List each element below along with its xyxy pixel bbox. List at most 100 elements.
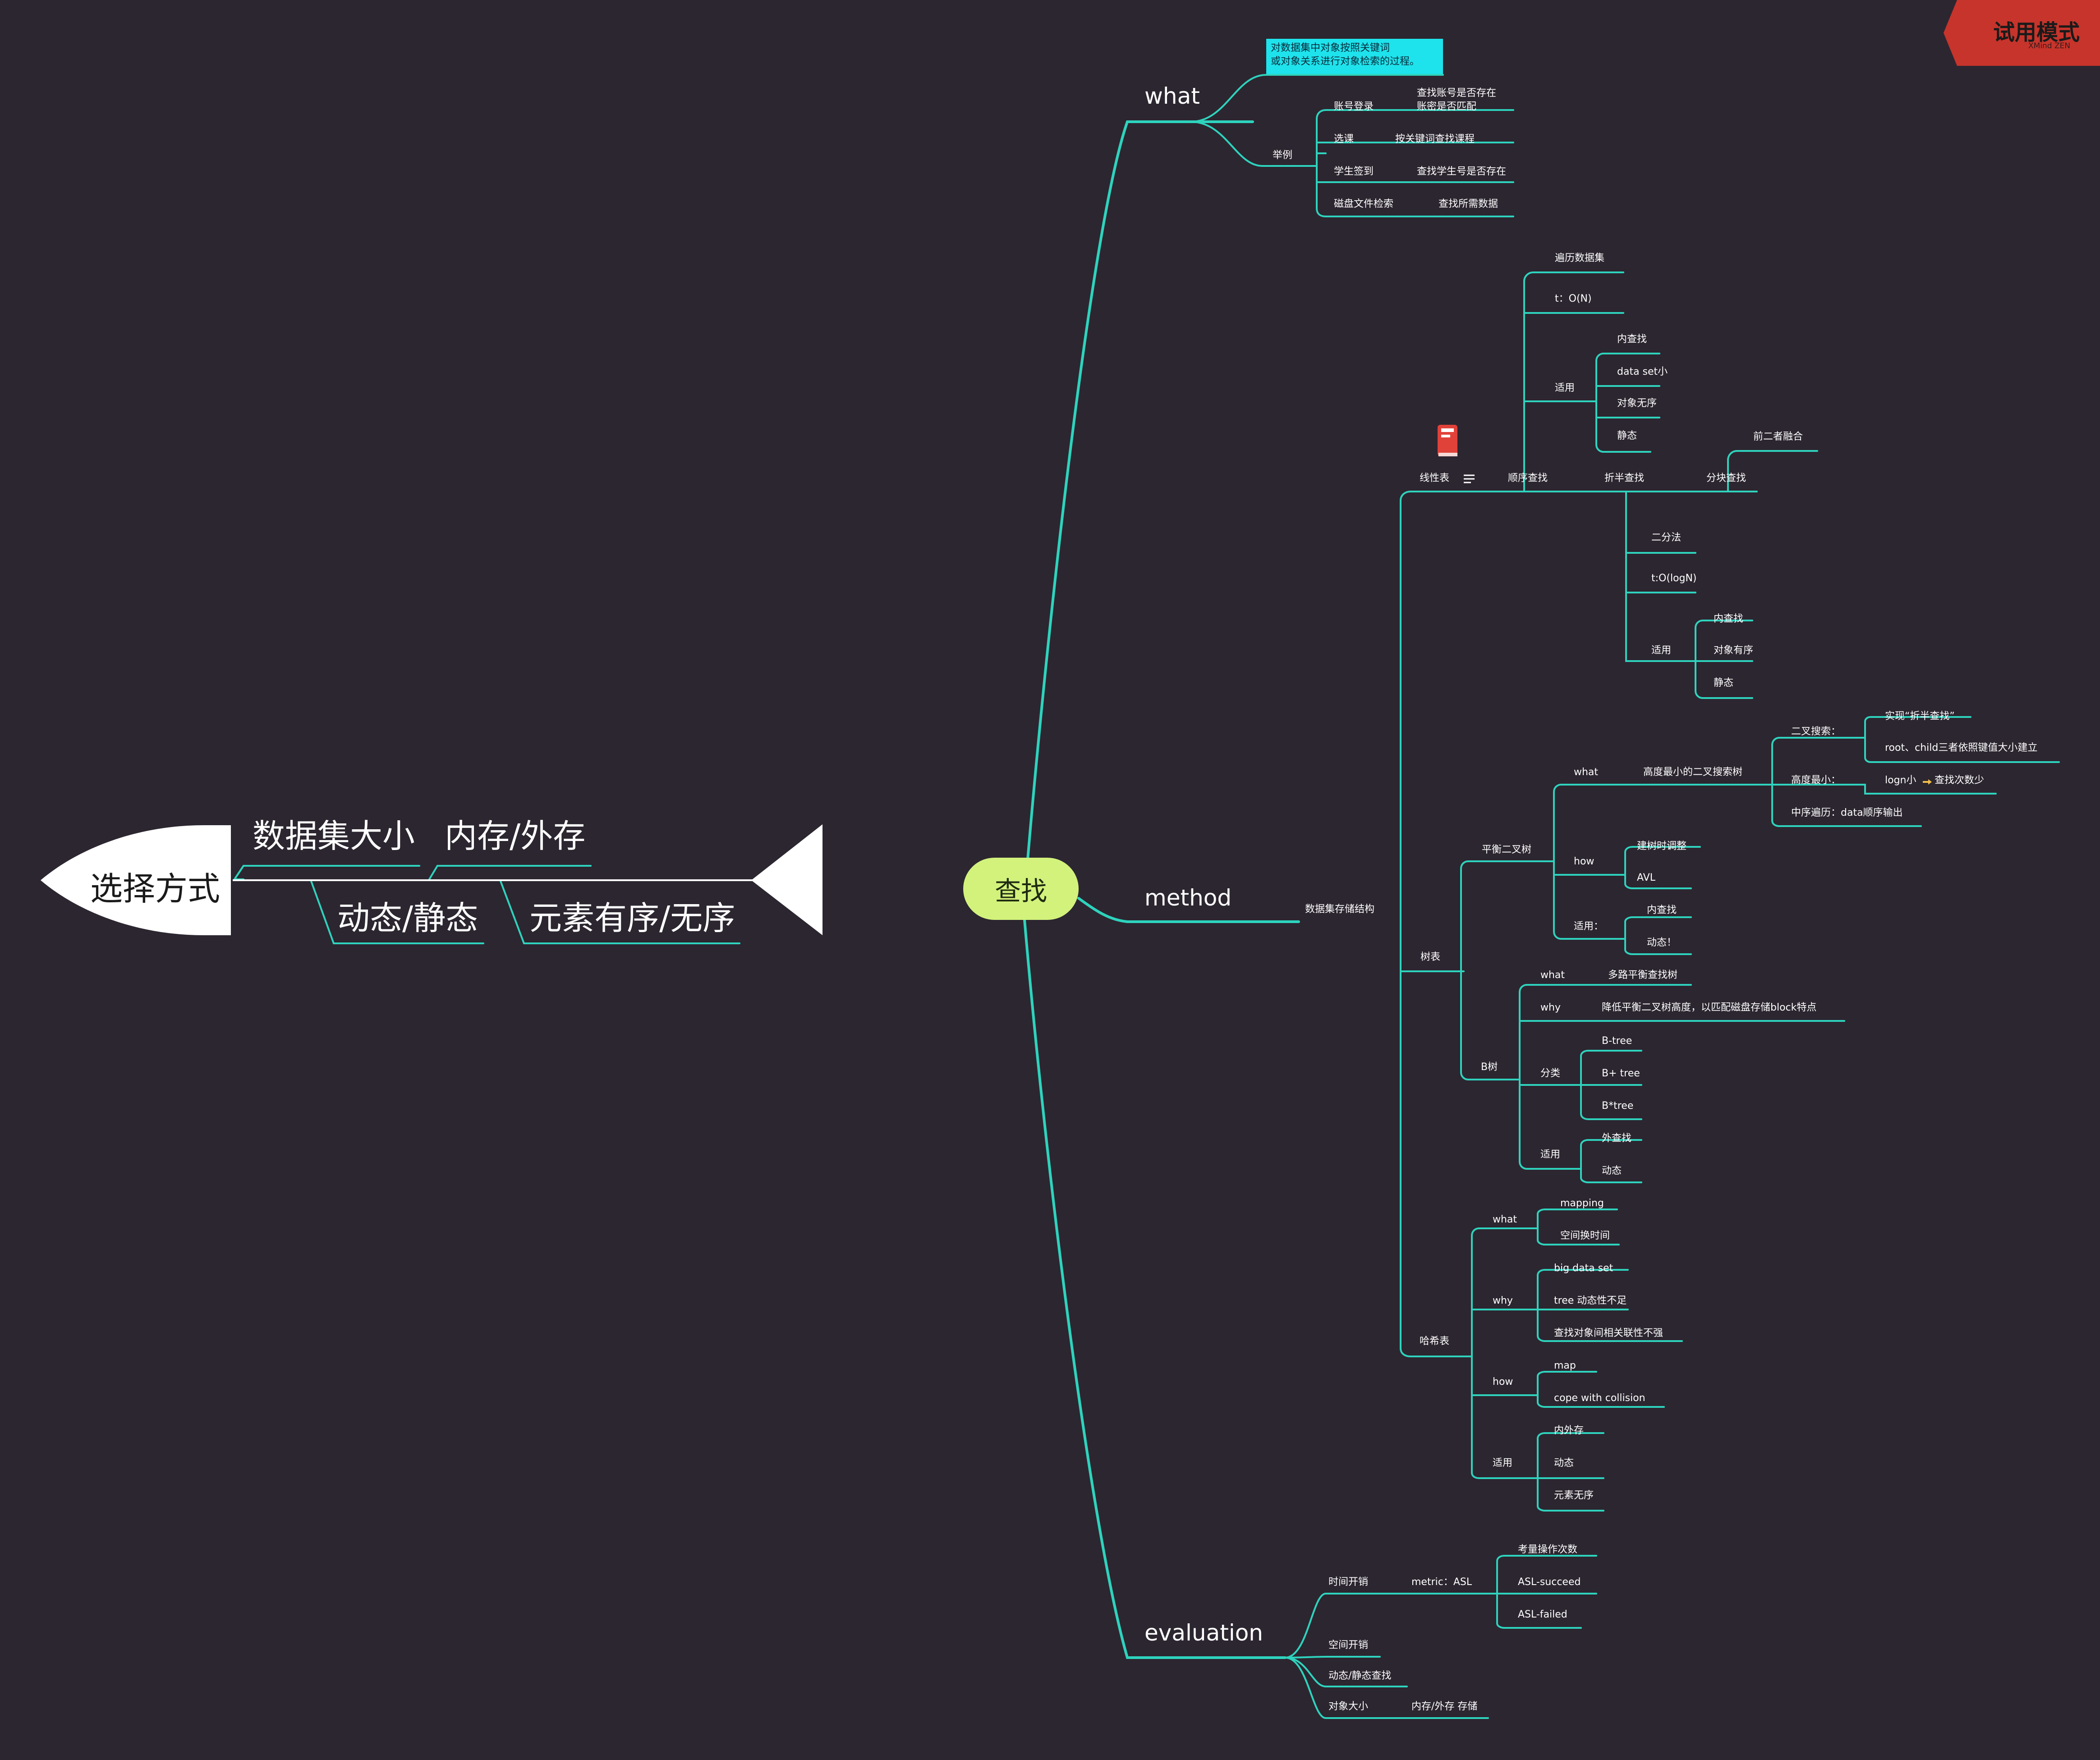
hash-apply-1[interactable]: 内外存 [1554,1425,1584,1436]
example-login[interactable]: 账号登录 [1334,101,1374,112]
hash-why-1[interactable]: big data set [1554,1263,1613,1274]
block-search[interactable]: 分块查找 [1706,473,1746,484]
space-cost[interactable]: 空间开销 [1328,1640,1369,1651]
dynamic-static-search[interactable]: 动态/静态查找 [1328,1670,1392,1682]
tree-table[interactable]: 树表 [1420,951,1441,963]
example-signin[interactable]: 学生签到 [1334,166,1374,177]
inorder-traversal[interactable]: 中序遍历：data顺序输出 [1791,807,1903,818]
branch-what[interactable]: what [1144,83,1200,109]
trial-ribbon-shape [1944,0,2100,66]
btree-what[interactable]: what [1540,970,1565,981]
binary-item-halving[interactable]: 二分法 [1651,532,1682,543]
branch-method[interactable]: method [1144,885,1232,911]
binary-item-complexity[interactable]: t:O(logN) [1651,573,1697,584]
branch-evaluation-line [1023,919,1287,1659]
example-signin-detail[interactable]: 查找学生号是否存在 [1417,166,1507,177]
time-cost[interactable]: 时间开销 [1328,1576,1369,1588]
balanced-binary-tree[interactable]: 平衡二叉树 [1482,844,1532,855]
branch-method-line [1077,897,1300,923]
seq-apply-2[interactable]: data set小 [1617,366,1668,377]
seq-item-complexity[interactable]: t：O(N) [1555,293,1592,304]
bbt-how-2[interactable]: AVL [1637,872,1655,883]
hash-how-1[interactable]: map [1554,1360,1576,1371]
hash-how-2[interactable]: cope with collision [1554,1392,1645,1404]
seq-apply-3[interactable]: 对象无序 [1617,398,1657,409]
btree-apply-1[interactable]: 外查找 [1602,1133,1632,1144]
seq-apply-label[interactable]: 适用 [1555,382,1575,394]
example-course[interactable]: 选课 [1334,133,1354,145]
hash-how[interactable]: how [1493,1376,1513,1388]
example-disk[interactable]: 磁盘文件检索 [1334,198,1394,210]
fishbone-top-2[interactable]: 内存/外存 [445,817,586,855]
btree-apply-2[interactable]: 动态 [1602,1165,1622,1176]
bbt-apply-2[interactable]: 动态！ [1647,937,1677,948]
what-note: 对数据集中对象按照关键词 或对象关系进行对象检索的过程。 [1266,39,1443,74]
pointing-hand-icon [1922,777,1933,786]
height-value[interactable]: logn小 [1885,775,1916,786]
bbt-how-1[interactable]: 建树时调整 [1637,841,1687,852]
storage-structure[interactable]: 数据集存储结构 [1305,904,1375,915]
hash-apply-2[interactable]: 动态 [1554,1457,1574,1469]
binary-apply-2[interactable]: 对象有序 [1714,645,1754,656]
example-course-detail[interactable]: 按关键词查找课程 [1395,133,1475,145]
bst-item-1[interactable]: 实现“折半查找” [1885,711,1955,722]
hash-what-1[interactable]: mapping [1560,1198,1604,1209]
binary-apply-1[interactable]: 内查找 [1714,613,1744,625]
object-size-value[interactable]: 内存/外存 存储 [1411,1701,1478,1712]
binary-search[interactable]: 折半查找 [1604,473,1645,484]
metric-item-1[interactable]: 考量操作次数 [1518,1544,1578,1555]
fishbone-top-1[interactable]: 数据集大小 [253,817,415,855]
bbt-how[interactable]: how [1574,856,1595,867]
btree-why-value[interactable]: 降低平衡二叉树高度，以匹配磁盘存储block特点 [1602,1002,1817,1013]
sequential-search[interactable]: 顺序查找 [1508,473,1548,484]
hash-why[interactable]: why [1493,1295,1513,1306]
hash-why-3[interactable]: 查找对象间相关联性不强 [1554,1328,1663,1339]
binary-apply-3[interactable]: 静态 [1714,677,1734,689]
fishbone-bottom-1[interactable]: 动态/静态 [337,899,478,937]
bst-item-2[interactable]: root、child三者依照键值大小建立 [1885,742,2038,754]
example-login-detail-1[interactable]: 查找账号是否存在 [1417,87,1497,99]
example-login-detail-2[interactable]: 账密是否匹配 [1417,101,1477,112]
bbt-apply-label[interactable]: 适用： [1574,921,1604,932]
branch-evaluation[interactable]: evaluation [1144,1620,1263,1646]
metric-asl[interactable]: metric：ASL [1411,1576,1472,1588]
fishbone-head[interactable]: 选择方式 [90,870,221,908]
btree-kinds-label[interactable]: 分类 [1540,1068,1561,1079]
btree-kind-2[interactable]: B+ tree [1602,1068,1640,1079]
fishbone-bottom-2[interactable]: 元素有序/无序 [529,899,735,937]
seq-item-traverse[interactable]: 遍历数据集 [1555,253,1605,264]
btree-kind-3[interactable]: B*tree [1602,1100,1634,1112]
examples-label[interactable]: 举例 [1273,150,1293,161]
metric-item-3[interactable]: ASL-failed [1518,1609,1567,1620]
hash-apply-label[interactable]: 适用 [1493,1457,1513,1469]
hash-what[interactable]: what [1493,1214,1517,1225]
height-value-2[interactable]: 查找次数少 [1935,775,1985,786]
example-disk-detail[interactable]: 查找所需数据 [1438,198,1498,210]
trial-mode-label: 试用模式 [1993,20,2080,45]
height-label[interactable]: 高度最小： [1791,775,1841,786]
hash-why-2[interactable]: tree 动态性不足 [1554,1295,1627,1306]
bst-label[interactable]: 二叉搜索： [1791,726,1841,737]
btree-why[interactable]: why [1540,1002,1561,1013]
central-topic[interactable]: 查找 [963,858,1079,920]
seq-apply-4[interactable]: 静态 [1617,430,1637,441]
hash-apply-3[interactable]: 元素无序 [1554,1490,1594,1501]
notes-icon[interactable] [1463,474,1475,483]
hash-table[interactable]: 哈希表 [1420,1336,1450,1347]
btree-kind-1[interactable]: B-tree [1602,1035,1632,1047]
binary-apply-label[interactable]: 适用 [1651,645,1672,656]
block-search-child[interactable]: 前二者融合 [1753,431,1803,442]
bbt-apply-1[interactable]: 内查找 [1647,905,1677,916]
linear-table[interactable]: 线性表 [1420,473,1450,484]
bbt-what[interactable]: what [1574,767,1599,778]
btree-what-value[interactable]: 多路平衡查找树 [1608,970,1678,981]
metric-item-2[interactable]: ASL-succeed [1518,1576,1581,1588]
hash-what-2[interactable]: 空间换时间 [1560,1230,1610,1241]
btree-apply-label[interactable]: 适用 [1540,1149,1561,1160]
bbt-what-value[interactable]: 高度最小的二叉搜索树 [1643,767,1743,778]
seq-apply-1[interactable]: 内查找 [1617,334,1647,345]
fish-tail-shape [751,824,823,935]
object-size[interactable]: 对象大小 [1328,1701,1369,1712]
b-tree[interactable]: B树 [1481,1062,1498,1073]
